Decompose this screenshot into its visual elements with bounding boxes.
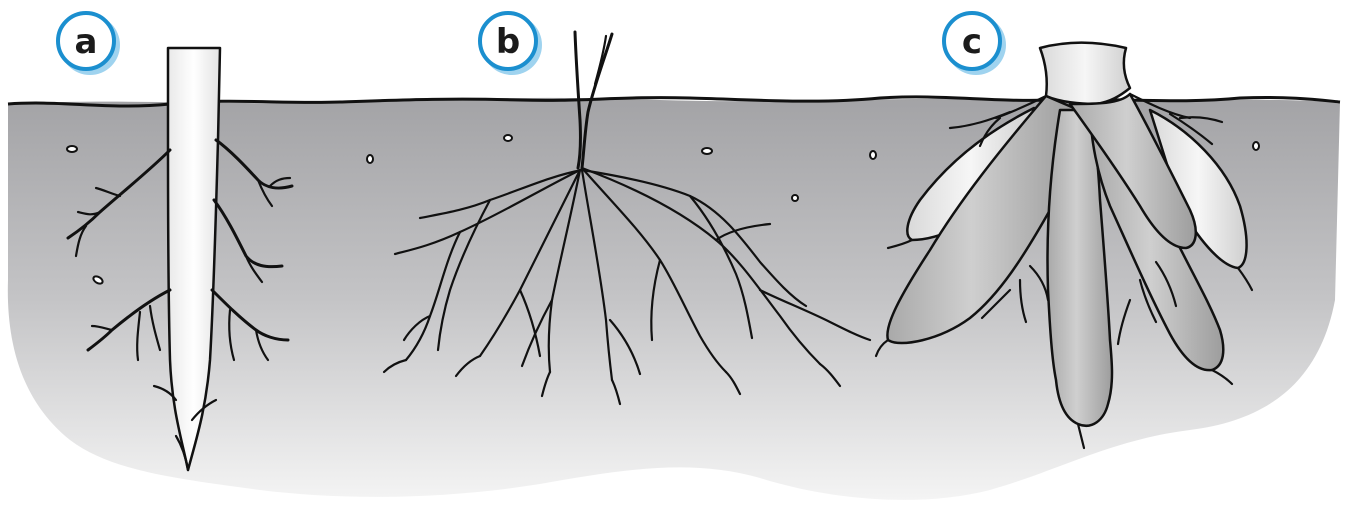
panel-label-b: b: [480, 13, 542, 75]
panel-label-c: c: [944, 13, 1006, 75]
panel-label-c-text: c: [962, 22, 982, 62]
panel-label-a-text: a: [75, 22, 98, 62]
panel-label-a: a: [58, 13, 120, 75]
panel-label-b-text: b: [496, 22, 520, 62]
